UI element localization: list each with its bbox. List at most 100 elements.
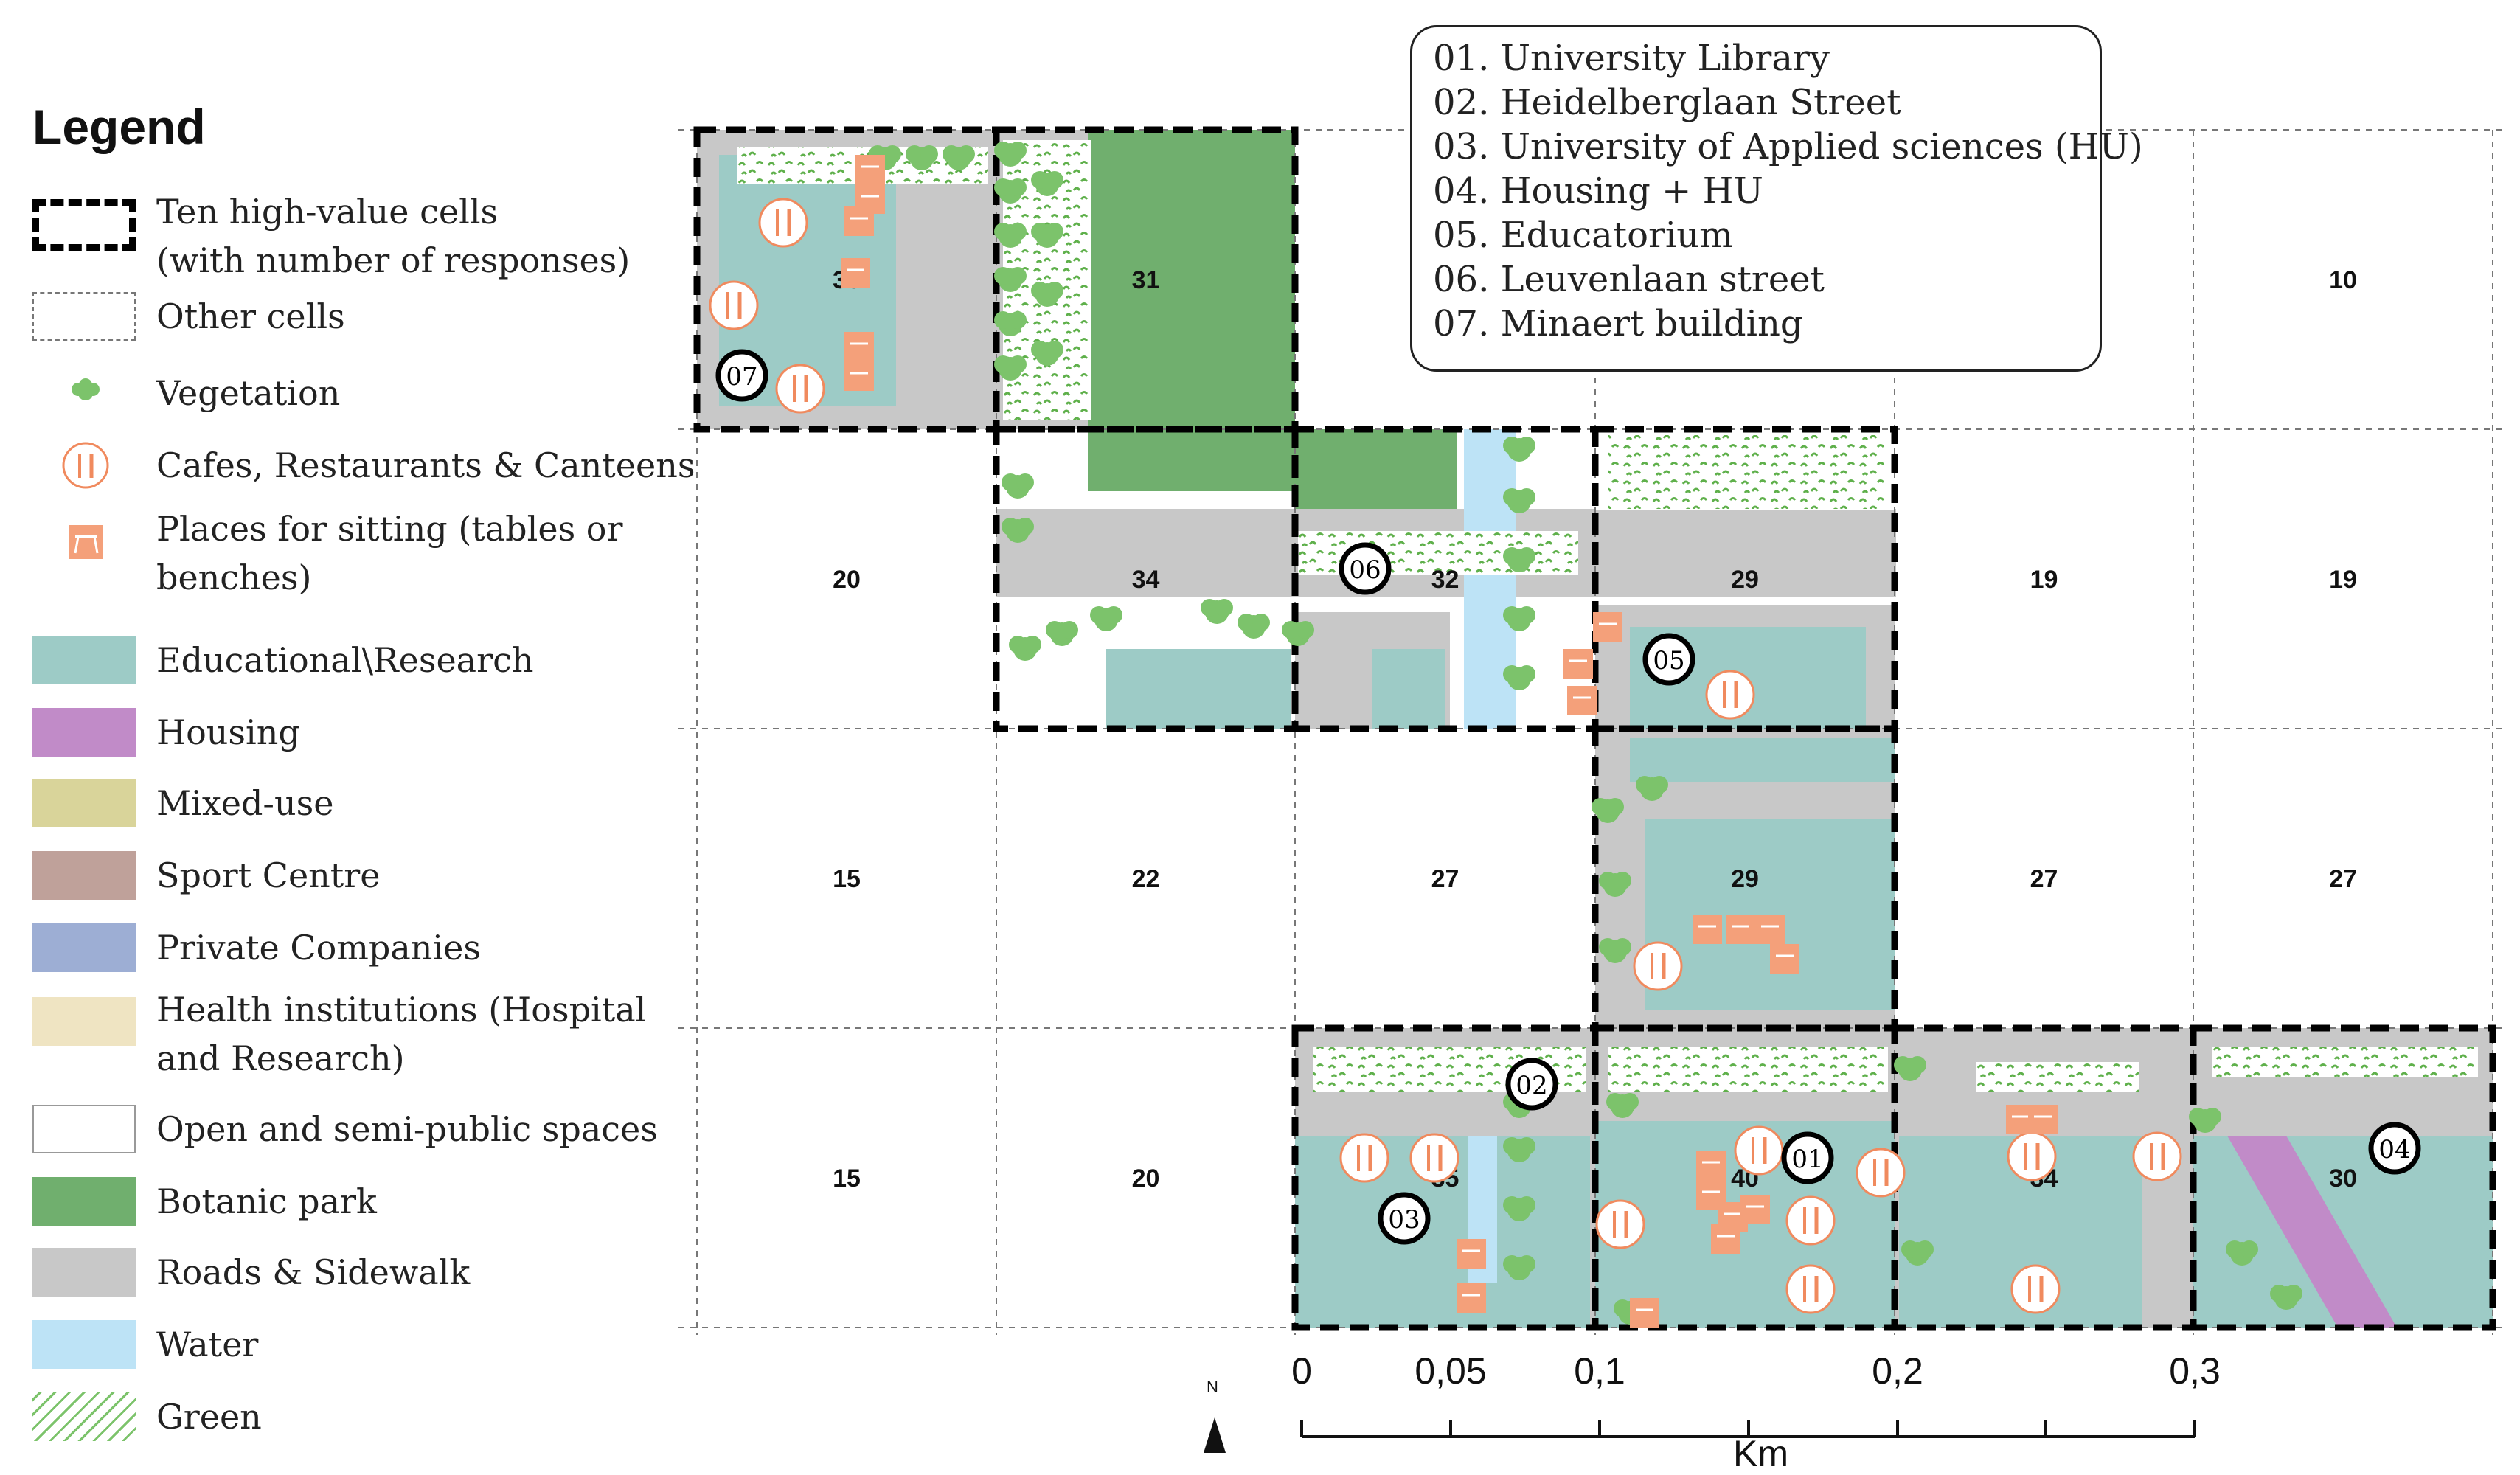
- picnic-table-icon: [841, 258, 870, 288]
- legend-label: Other cells: [156, 296, 345, 336]
- legend-label: Sport Centre: [156, 856, 381, 895]
- scale-bar-graphic: N: [1204, 1378, 2196, 1453]
- legend-label: Mixed-use: [156, 783, 334, 823]
- legend-label: Educational\Research: [156, 640, 534, 680]
- cell-response-count: 27: [1431, 865, 1459, 893]
- fork-knife-icon: [2010, 1264, 2061, 1314]
- legend-label: Ten high-value cells (with number of res…: [156, 192, 631, 280]
- legend-title: Legend: [32, 100, 206, 154]
- green-strip: [1976, 1062, 2139, 1092]
- map-icons: [709, 142, 2302, 1328]
- legend-swatch: [32, 923, 136, 972]
- green-pattern-swatch: [32, 1392, 136, 1441]
- legend-swatch: [32, 851, 136, 900]
- legend-label: Open and semi-public spaces: [156, 1109, 658, 1149]
- scale-tick: 0: [1291, 1350, 1312, 1392]
- legend-label: Cafes, Restaurants & Canteens: [156, 445, 695, 485]
- cell-response-count: 20: [1132, 1165, 1160, 1193]
- picnic-table-icon: [1457, 1239, 1486, 1268]
- fork-knife-icon: [32, 441, 136, 490]
- north-arrow-icon: [1204, 1417, 1226, 1453]
- picnic-table-icon: [1770, 944, 1799, 974]
- fork-knife-icon: [2007, 1131, 2057, 1181]
- legend-swatch: [32, 1320, 136, 1369]
- fork-knife-icon: [1785, 1264, 1836, 1314]
- legend-swatch: [32, 636, 136, 684]
- picnic-table-icon: [1696, 1150, 1726, 1180]
- cell-response-count: 30: [2329, 1165, 2357, 1193]
- legend-swatch: [32, 708, 136, 757]
- scale-tick: 0,1: [1574, 1350, 1625, 1392]
- fork-knife-icon: [1785, 1195, 1836, 1246]
- place-label: 05. Educatorium: [1433, 215, 1733, 256]
- scale-tick: 0,3: [2169, 1350, 2221, 1392]
- place-marker: [1781, 1131, 1834, 1184]
- legend-label: Housing: [156, 712, 300, 752]
- place-marker: [1378, 1192, 1431, 1245]
- place-label: 06. Leuvenlaan street: [1433, 259, 1825, 300]
- fork-knife-icon: [1339, 1133, 1389, 1183]
- place-marker-label: 01: [1791, 1145, 1823, 1174]
- legend-swatch: [32, 1177, 136, 1226]
- cell-response-count: 27: [2329, 865, 2357, 893]
- place-marker-label: 03: [1388, 1205, 1420, 1235]
- scale-tick: 0,05: [1415, 1350, 1487, 1392]
- picnic-table-icon: [1630, 1298, 1659, 1328]
- legend-swatch: [32, 779, 136, 827]
- place-label: 04. Housing + HU: [1433, 170, 1763, 212]
- legend-swatch: [32, 1105, 136, 1153]
- place-marker-label: 07: [726, 362, 757, 392]
- legend-label: Botanic park: [156, 1181, 377, 1221]
- place-marker: [715, 349, 768, 402]
- cell-response-count: 15: [833, 1165, 861, 1193]
- high-value-cell-swatch: [32, 199, 136, 251]
- picnic-table-icon: [1693, 914, 1722, 944]
- housing-block: [2227, 1136, 2397, 1328]
- green-strip: [1608, 1047, 1888, 1092]
- canal-water: [1464, 429, 1516, 729]
- legend-swatch: [32, 997, 136, 1046]
- place-label: 03. University of Applied sciences (HU): [1433, 126, 2143, 167]
- botanic-park: [1088, 130, 1295, 491]
- fork-knife-icon: [1705, 670, 1755, 720]
- picnic-table-icon: [1726, 914, 1755, 944]
- place-marker: [1339, 542, 1392, 595]
- place-label: 07. Minaert building: [1433, 303, 1803, 344]
- picnic-table-icon: [1563, 649, 1593, 678]
- place-marker-label: 02: [1516, 1071, 1547, 1100]
- picnic-table-icon: [1457, 1283, 1486, 1313]
- cell-response-count: 27: [2030, 865, 2058, 893]
- fork-knife-icon: [1409, 1133, 1459, 1183]
- picnic-table-icon: [1711, 1224, 1740, 1254]
- fork-knife-icon: [1856, 1148, 1906, 1198]
- cell-response-count: 10: [2329, 266, 2357, 294]
- cell-response-count: 20: [833, 566, 861, 594]
- picnic-table-icon: [1755, 914, 1785, 944]
- cell-response-count: 29: [1731, 865, 1759, 893]
- fork-knife-icon: [1734, 1125, 1784, 1176]
- cell-response-count: 29: [1731, 566, 1759, 594]
- fork-knife-icon: [2132, 1131, 2182, 1181]
- picnic-table-icon: [844, 332, 874, 361]
- picnic-table-icon: [855, 155, 885, 184]
- cell-response-count: 34: [1132, 566, 1160, 594]
- place-label: 01. University Library: [1433, 38, 1830, 79]
- picnic-table-icon: [844, 361, 874, 391]
- places-callout: 01. University Library 02. Heidelberglaa…: [1410, 25, 2143, 372]
- legend-label: Private Companies: [156, 928, 481, 968]
- fork-knife-icon: [758, 198, 808, 248]
- education-building: [1630, 738, 1895, 782]
- cell-response-count: 15: [833, 865, 861, 893]
- legend-label: Places for sitting (tables or benches): [156, 509, 623, 597]
- fork-knife-icon: [709, 280, 759, 330]
- fork-knife-icon: [1633, 941, 1683, 991]
- scale-unit: Km: [1733, 1433, 1788, 1474]
- picnic-table-icon: [1567, 686, 1597, 715]
- fork-knife-icon: [1595, 1199, 1645, 1249]
- legend-label: Vegetation: [156, 373, 341, 413]
- legend-label: Green: [156, 1397, 262, 1437]
- place-marker: [2368, 1122, 2421, 1175]
- picnic-table-icon: [1740, 1195, 1770, 1224]
- education-building: [1106, 649, 1291, 729]
